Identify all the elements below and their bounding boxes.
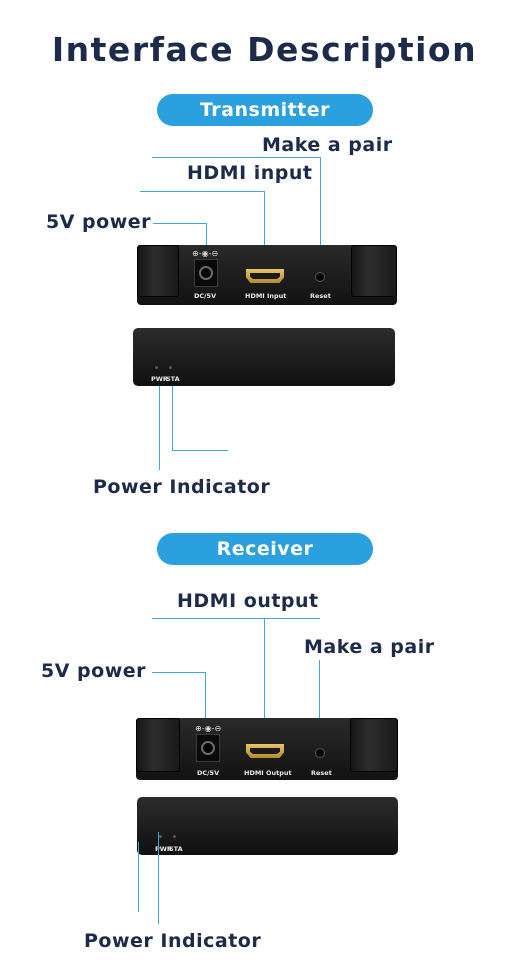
dc-power-port[interactable]: [199, 266, 213, 280]
tx-sta-leader-h: [172, 450, 228, 451]
sta-led: [169, 366, 172, 369]
tx-sta-leader-v: [172, 386, 173, 450]
reset-button[interactable]: [315, 272, 325, 282]
rx-power-leader-v: [205, 672, 206, 724]
tx-dc-label: DC/5V: [194, 292, 217, 300]
rx-pair-leader-v: [319, 660, 320, 744]
rx-power-indicator-label: Power Indicator: [84, 930, 262, 952]
tx-hdmi-input-label: HDMI input: [187, 162, 313, 184]
sta-led: [173, 835, 176, 838]
dc-port-housing: [194, 259, 218, 287]
tx-power-leader-v: [206, 223, 207, 253]
rx-pwr-label: PWR: [155, 845, 172, 853]
pwr-led: [155, 366, 158, 369]
receiver-heading: Receiver: [157, 533, 373, 565]
tx-5v-power-label: 5V power: [46, 211, 152, 233]
tx-power-leader-h: [153, 223, 207, 224]
tx-pair-leader-v: [320, 157, 321, 257]
tx-hdmi-port-label: HDMI Input: [245, 292, 287, 300]
tx-hdmi-leader-h: [140, 191, 265, 192]
right-foot: [350, 718, 398, 772]
rx-hdmi-leader-v: [264, 618, 265, 740]
tx-make-pair-label: Make a pair: [262, 134, 393, 156]
hdmi-output-port[interactable]: [246, 744, 284, 758]
right-foot: [351, 245, 397, 297]
rx-reset-label: Reset: [311, 769, 332, 777]
receiver-back-panel: PWR STA: [137, 797, 398, 855]
rx-5v-power-label: 5V power: [41, 660, 147, 682]
polarity-symbol: ⊕-◉-⊖: [192, 249, 219, 258]
polarity-symbol: ⊕-◉-⊖: [195, 724, 222, 733]
rx-sta-leader-v: [158, 832, 159, 924]
left-foot: [136, 718, 180, 772]
left-foot: [137, 245, 179, 297]
transmitter-front-panel: ⊕-◉-⊖ DC/5V HDMI Input Reset: [137, 245, 397, 305]
page-title: Interface Description: [51, 30, 478, 69]
receiver-front-panel: ⊕-◉-⊖ DC/5V HDMI Output Reset: [136, 718, 398, 780]
tx-power-indicator-label: Power Indicator: [93, 476, 271, 498]
tx-sta-label: STA: [166, 375, 180, 383]
rx-hdmi-output-label: HDMI output: [177, 590, 319, 612]
tx-pwr-label: PWR: [151, 375, 168, 383]
tx-pwr-leader-v: [159, 386, 160, 470]
rx-hdmi-leader-h: [152, 618, 320, 619]
pwr-led: [159, 835, 162, 838]
reset-button[interactable]: [315, 748, 325, 758]
transmitter-back-panel: PWR STA: [133, 328, 395, 386]
hdmi-input-port[interactable]: [246, 269, 284, 283]
transmitter-heading: Transmitter: [157, 94, 373, 126]
rx-make-pair-label: Make a pair: [304, 636, 435, 658]
rx-power-leader-h: [152, 672, 206, 673]
rx-sta-label: STA: [169, 845, 183, 853]
tx-hdmi-leader-v: [264, 191, 265, 269]
dc-power-port[interactable]: [201, 741, 215, 755]
rx-pwr-leader-v: [138, 842, 139, 912]
dc-port-housing: [196, 734, 220, 762]
tx-reset-label: Reset: [310, 292, 331, 300]
rx-dc-label: DC/5V: [197, 769, 220, 777]
rx-hdmi-port-label: HDMI Output: [244, 769, 292, 777]
tx-pair-leader-h: [152, 157, 320, 158]
